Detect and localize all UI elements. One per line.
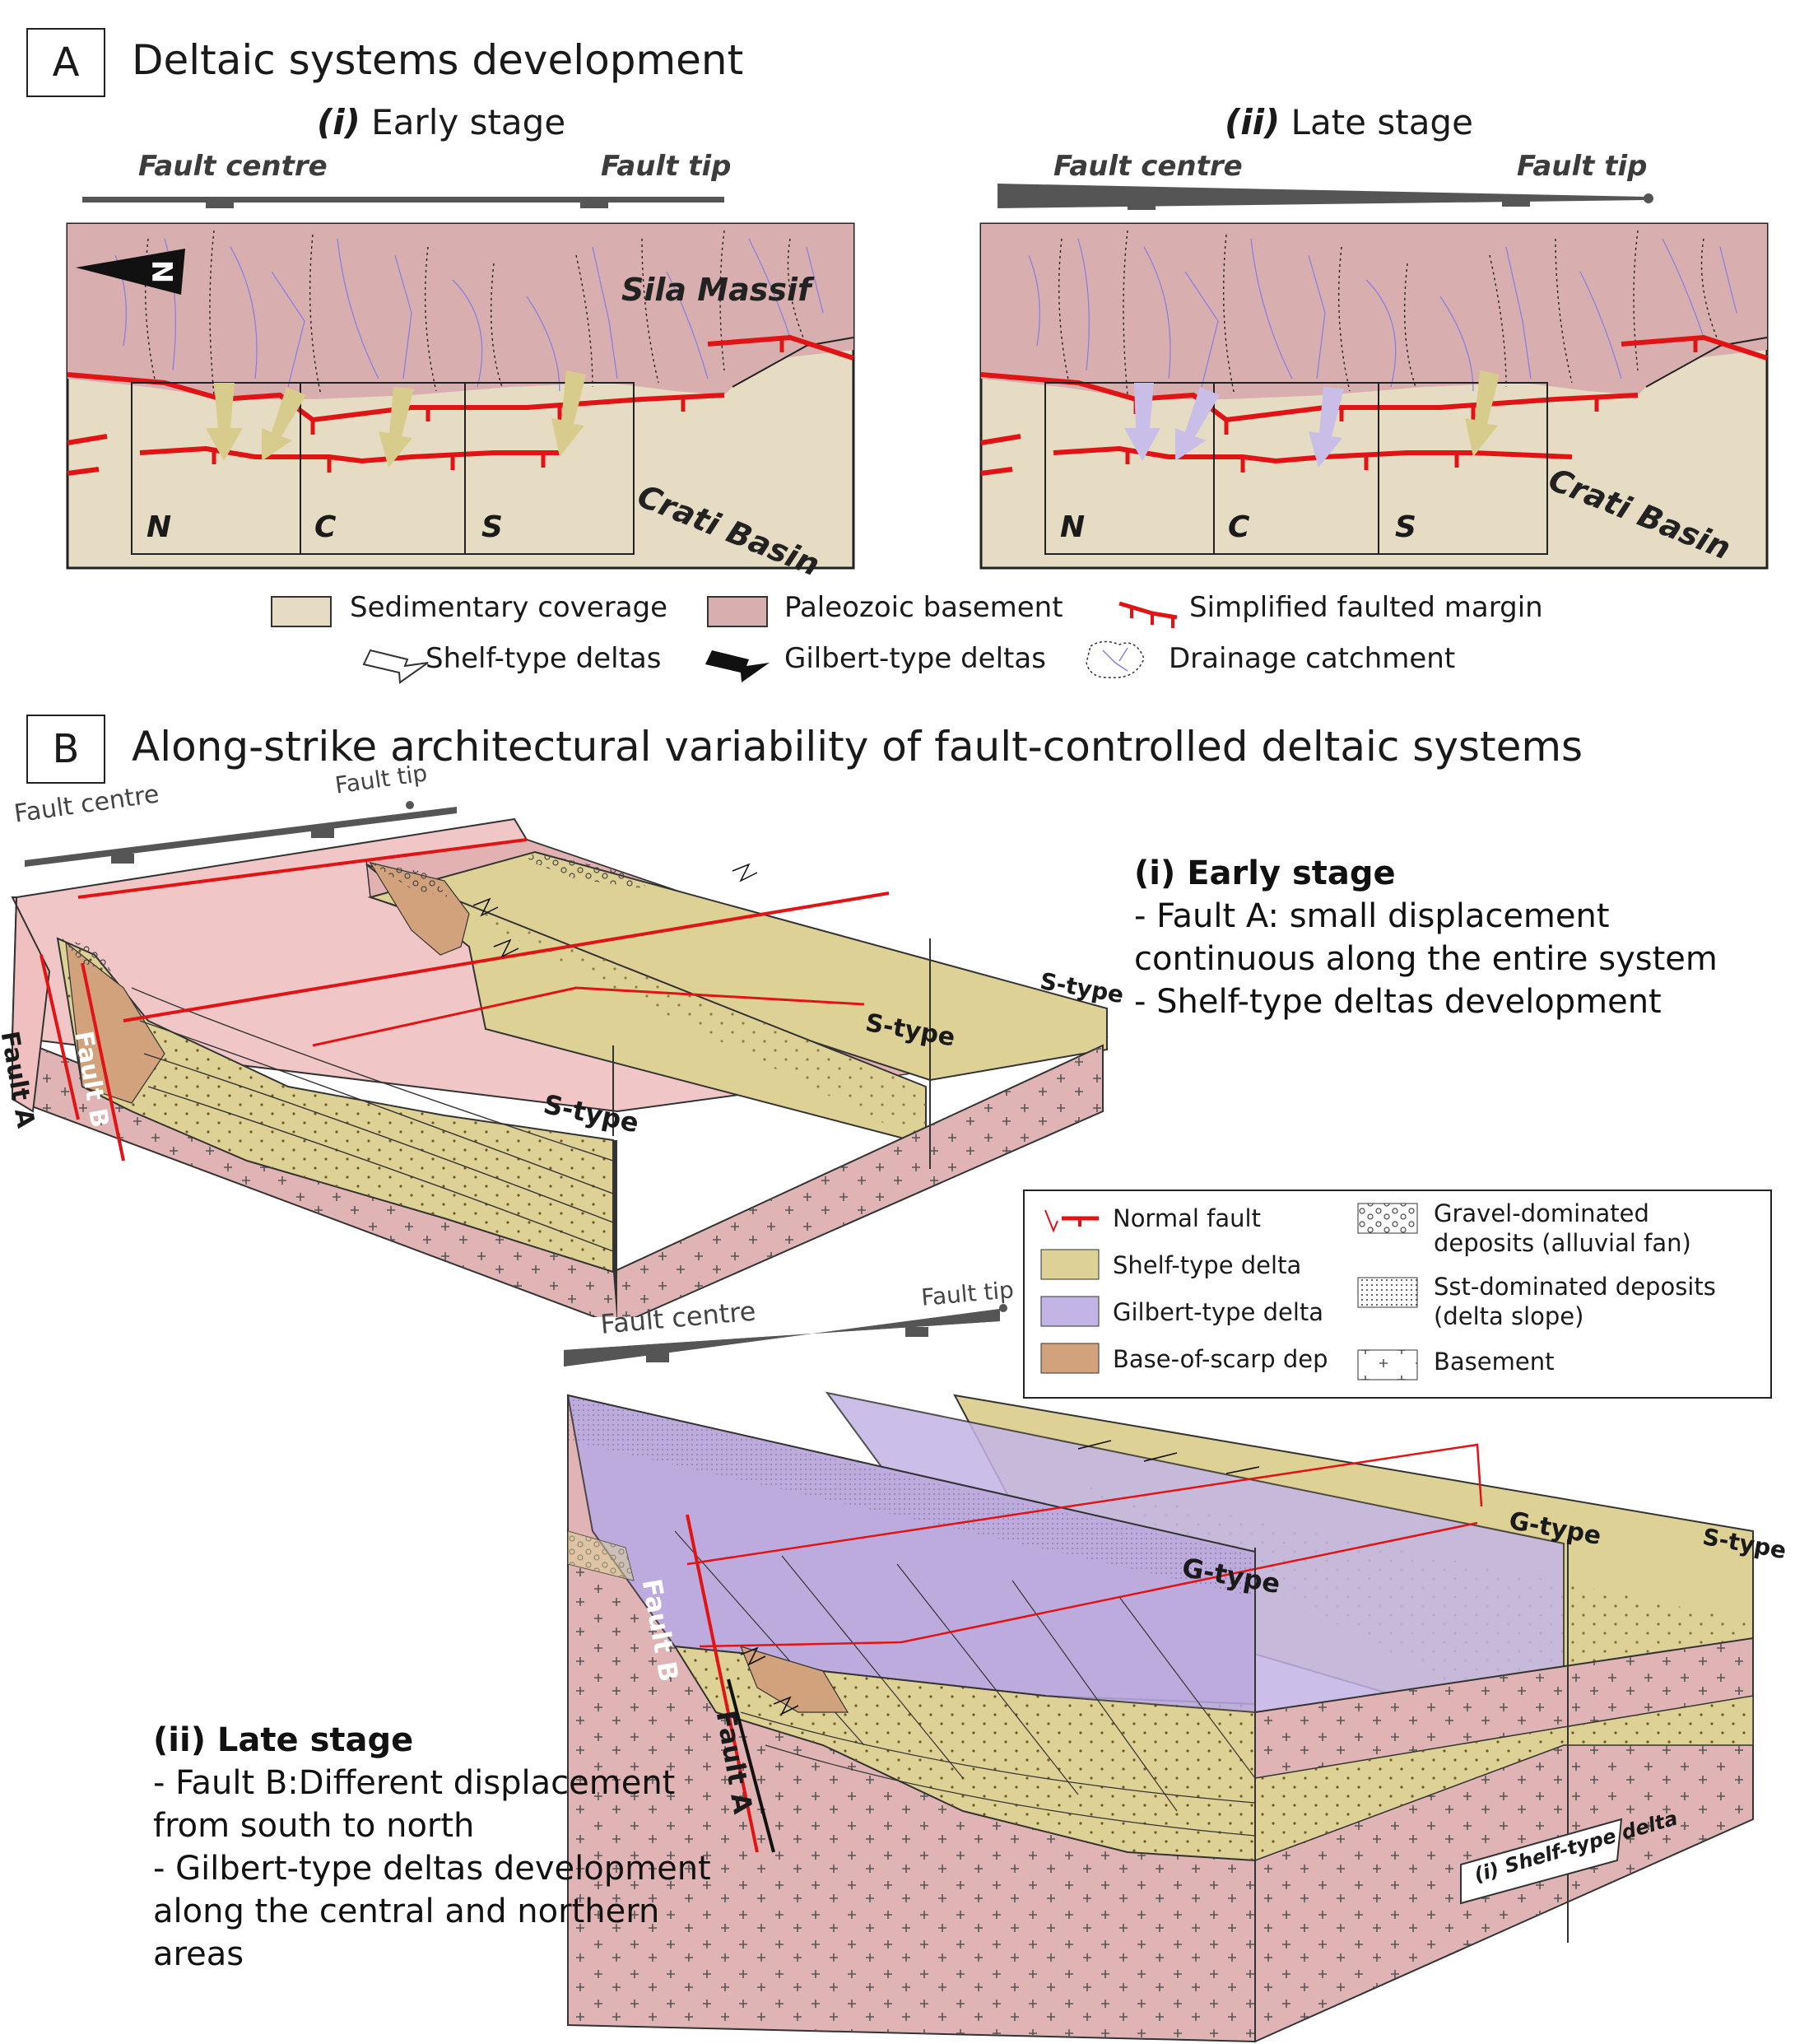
- legend-sst-1: Sst-dominated deposits: [1434, 1273, 1716, 1301]
- early-stage-title-a: (i) Early stage: [317, 102, 565, 142]
- box-label-n-1: N: [146, 510, 172, 544]
- north-arrow-label-1: N: [147, 259, 181, 284]
- legend-b-swatches: [1040, 1203, 1418, 1381]
- box-label-c-2: C: [1228, 510, 1250, 544]
- box-label-s-2: S: [1395, 510, 1416, 544]
- panel-a-title: Deltaic systems development: [132, 36, 744, 84]
- panel-a-letter: A: [52, 40, 80, 86]
- legend-base-scarp: Base-of-scarp dep: [1113, 1345, 1328, 1373]
- block-diagram-late: [564, 1304, 1754, 2043]
- early-desc-line2: continuous along the entire system: [1134, 940, 1718, 978]
- legend-gilbert-delta: Gilbert-type delta: [1113, 1298, 1324, 1326]
- map-early-stage: [66, 222, 855, 570]
- late-desc-line3: - Gilbert-type deltas development: [153, 1850, 711, 1888]
- panel-b-title: Along-strike architectural variability o…: [132, 723, 1583, 771]
- early-stage-description: (i) Early stage - Fault A: small displac…: [1134, 852, 1718, 1023]
- legend-fault-margin: Simplified faulted margin: [1189, 591, 1543, 624]
- displacement-bar-early: [82, 197, 724, 208]
- legend-a-swatches: [271, 596, 1178, 684]
- early-desc-head: (i) Early stage: [1134, 854, 1396, 892]
- early-stage-num-a: (i): [317, 102, 360, 142]
- legend-paleozoic: Paleozoic basement: [784, 591, 1063, 624]
- late-stage-title-a: (ii) Late stage: [1225, 102, 1473, 142]
- late-desc-line5: areas: [153, 1935, 244, 1973]
- early-stage-label-a: Early stage: [371, 102, 566, 142]
- legend-shelf-deltas: Shelf-type deltas: [425, 642, 662, 675]
- fault-centre-label-a2: Fault centre: [1053, 150, 1243, 183]
- panel-b-letter: B: [52, 726, 80, 772]
- fault-tip-label-a2: Fault tip: [1517, 150, 1648, 183]
- displacement-bar-late: [997, 184, 1653, 210]
- late-desc-line4: along the central and northern: [153, 1893, 660, 1930]
- panel-a-letter-box: A: [26, 28, 105, 97]
- map-late-stage: [979, 222, 1769, 570]
- block-diagram-early: [11, 801, 1109, 1317]
- late-stage-label-a: Late stage: [1290, 102, 1473, 142]
- early-desc-line1: - Fault A: small displacement: [1134, 897, 1610, 935]
- box-label-c-1: C: [314, 510, 337, 544]
- legend-sst-2: (delta slope): [1434, 1302, 1584, 1330]
- legend-basement: Basement: [1434, 1348, 1555, 1376]
- box-label-n-2: N: [1060, 510, 1086, 544]
- legend-gravel-2: deposits (alluvial fan): [1434, 1229, 1691, 1257]
- box-label-s-1: S: [481, 510, 503, 544]
- fault-centre-label-a1: Fault centre: [138, 150, 328, 183]
- late-stage-description: (ii) Late stage - Fault B:Different disp…: [153, 1719, 711, 1976]
- late-desc-head: (ii) Late stage: [153, 1721, 414, 1759]
- early-desc-line3: - Shelf-type deltas development: [1134, 983, 1662, 1021]
- late-desc-line2: from south to north: [153, 1807, 475, 1845]
- panel-b-letter-box: B: [26, 715, 105, 784]
- fault-tip-label-a1: Fault tip: [601, 150, 732, 183]
- late-stage-num-a: (ii): [1225, 102, 1281, 142]
- legend-gravel-1: Gravel-dominated: [1434, 1199, 1649, 1227]
- legend-normal-fault: Normal fault: [1113, 1204, 1261, 1232]
- sila-massif-label-1: Sila Massif: [621, 272, 811, 308]
- legend-sedimentary: Sedimentary coverage: [350, 591, 668, 624]
- legend-shelf-delta: Shelf-type delta: [1113, 1251, 1302, 1279]
- legend-drainage: Drainage catchment: [1169, 642, 1456, 675]
- legend-gilbert-deltas: Gilbert-type deltas: [784, 642, 1046, 675]
- late-desc-line1: - Fault B:Different displacement: [153, 1764, 676, 1802]
